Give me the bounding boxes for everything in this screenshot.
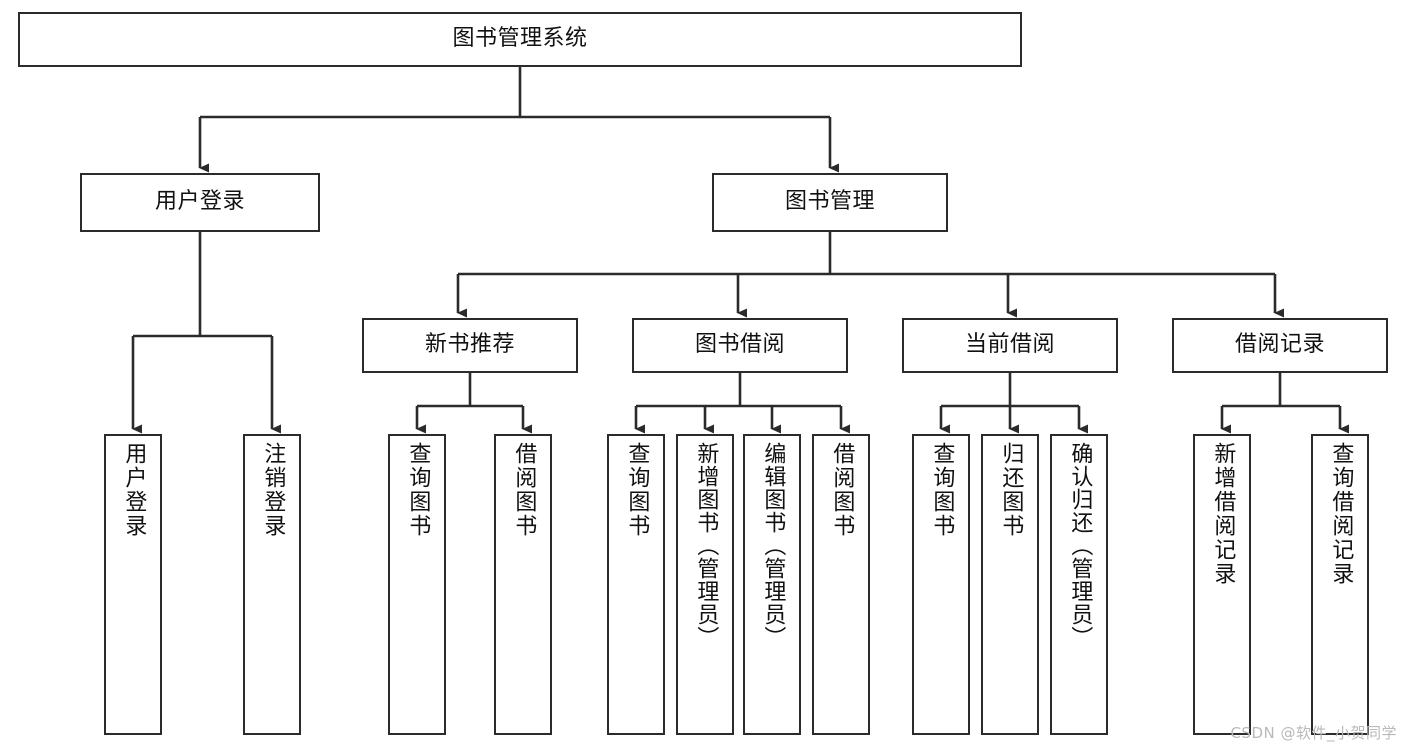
node-new-book-recommendation[interactable]: 新书推荐 (362, 318, 578, 373)
node-root-book-management-system[interactable]: 图书管理系统 (18, 12, 1022, 67)
node-label: 图书管理 (784, 189, 875, 215)
node-leaf-borrow-books[interactable]: 借阅图书 (812, 434, 870, 735)
node-label: 图书借阅 (694, 332, 785, 358)
node-leaf-query-books-current[interactable]: 查询图书 (912, 434, 970, 735)
node-book-borrowing[interactable]: 图书借阅 (632, 318, 848, 373)
node-label: 图书管理系统 (452, 26, 588, 52)
node-label: 新增图书（管理员） (693, 442, 719, 649)
node-leaf-return-books[interactable]: 归还图书 (981, 434, 1039, 735)
node-label: 借阅图书 (511, 442, 537, 538)
node-label: 编辑图书（管理员） (760, 442, 786, 649)
node-label: 查询借阅记录 (1328, 442, 1354, 586)
node-leaf-add-borrow-record[interactable]: 新增借阅记录 (1193, 434, 1251, 735)
node-label: 新增借阅记录 (1210, 442, 1236, 586)
node-leaf-add-book-admin[interactable]: 新增图书（管理员） (676, 434, 734, 735)
node-leaf-logout[interactable]: 注销登录 (243, 434, 301, 735)
node-leaf-edit-book-admin[interactable]: 编辑图书（管理员） (743, 434, 801, 735)
node-label: 用户登录 (154, 189, 245, 215)
node-leaf-query-borrow-record[interactable]: 查询借阅记录 (1311, 434, 1369, 735)
node-user-login[interactable]: 用户登录 (80, 173, 320, 232)
node-label: 当前借阅 (964, 332, 1055, 358)
csdn-watermark: CSDN @软件_小贺同学 (1230, 724, 1397, 742)
node-leaf-query-books-recommend[interactable]: 查询图书 (388, 434, 446, 735)
node-label: 查询图书 (929, 442, 955, 538)
node-leaf-confirm-return-admin[interactable]: 确认归还（管理员） (1050, 434, 1108, 735)
node-book-management[interactable]: 图书管理 (712, 173, 948, 232)
node-label: 借阅记录 (1234, 332, 1325, 358)
node-current-borrowing[interactable]: 当前借阅 (902, 318, 1118, 373)
node-label: 用户登录 (121, 442, 147, 538)
node-label: 确认归还（管理员） (1067, 442, 1093, 649)
node-leaf-user-login[interactable]: 用户登录 (104, 434, 162, 735)
node-label: 新书推荐 (424, 332, 515, 358)
node-leaf-query-books-borrow[interactable]: 查询图书 (607, 434, 665, 735)
node-leaf-borrow-books-recommend[interactable]: 借阅图书 (494, 434, 552, 735)
node-label: 查询图书 (405, 442, 431, 538)
node-label: 借阅图书 (829, 442, 855, 538)
node-label: 注销登录 (260, 442, 286, 538)
node-label: 查询图书 (624, 442, 650, 538)
node-label: 归还图书 (998, 442, 1024, 538)
node-borrowing-records[interactable]: 借阅记录 (1172, 318, 1388, 373)
